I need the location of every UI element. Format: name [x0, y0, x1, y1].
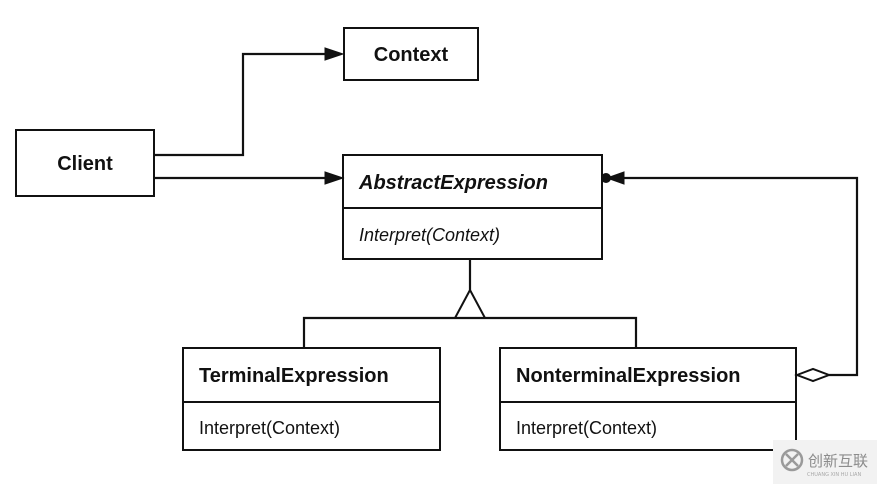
aggregation-diamond [794, 367, 832, 383]
context-class-name: Context [374, 44, 449, 66]
inheritance-branches [302, 316, 638, 348]
terminal-expression-class-name: TerminalExpression [199, 365, 389, 387]
terminal-expression-operation: Interpret(Context) [199, 418, 340, 438]
watermark-subtext: CHUANG XIN HU LIAN [807, 472, 861, 478]
abstract-expression-class: AbstractExpression Interpret(Context) [342, 154, 603, 260]
client-abstract-association [154, 171, 345, 185]
client-context-arrowhead [324, 47, 345, 61]
inheritance-generalization [302, 259, 638, 348]
client-class: Client [15, 129, 155, 197]
abstract-expression-operation: Interpret(Context) [359, 225, 500, 245]
nonterminal-expression-operation: Interpret(Context) [516, 418, 657, 438]
terminal-expression-class: TerminalExpression Interpret(Context) [182, 347, 441, 451]
inheritance-triangle [453, 287, 487, 319]
client-context-association [154, 47, 345, 157]
aggregation-line [624, 176, 859, 377]
watermark-logo-icon-stroke-2 [785, 453, 799, 467]
nonterminal-aggregation [601, 171, 859, 383]
terminal-expression-class-box [182, 347, 441, 451]
nonterminal-expression-class: NonterminalExpression Interpret(Context) [499, 347, 797, 451]
client-context-line [154, 52, 326, 157]
abstract-expression-class-name: AbstractExpression [358, 172, 548, 194]
nonterminal-expression-class-name: NonterminalExpression [516, 365, 741, 387]
watermark: 创新互联 CHUANG XIN HU LIAN [773, 440, 877, 484]
context-class: Context [343, 27, 479, 81]
client-class-box [15, 129, 155, 197]
aggregation-arrowhead [605, 171, 625, 185]
client-class-name: Client [57, 153, 113, 175]
nonterminal-expression-class-box [499, 347, 797, 451]
watermark-logo-icon [780, 448, 804, 472]
watermark-text: 创新互联 [808, 452, 868, 470]
client-abstract-arrowhead [324, 171, 345, 185]
multiplicity-many-dot [601, 173, 611, 183]
